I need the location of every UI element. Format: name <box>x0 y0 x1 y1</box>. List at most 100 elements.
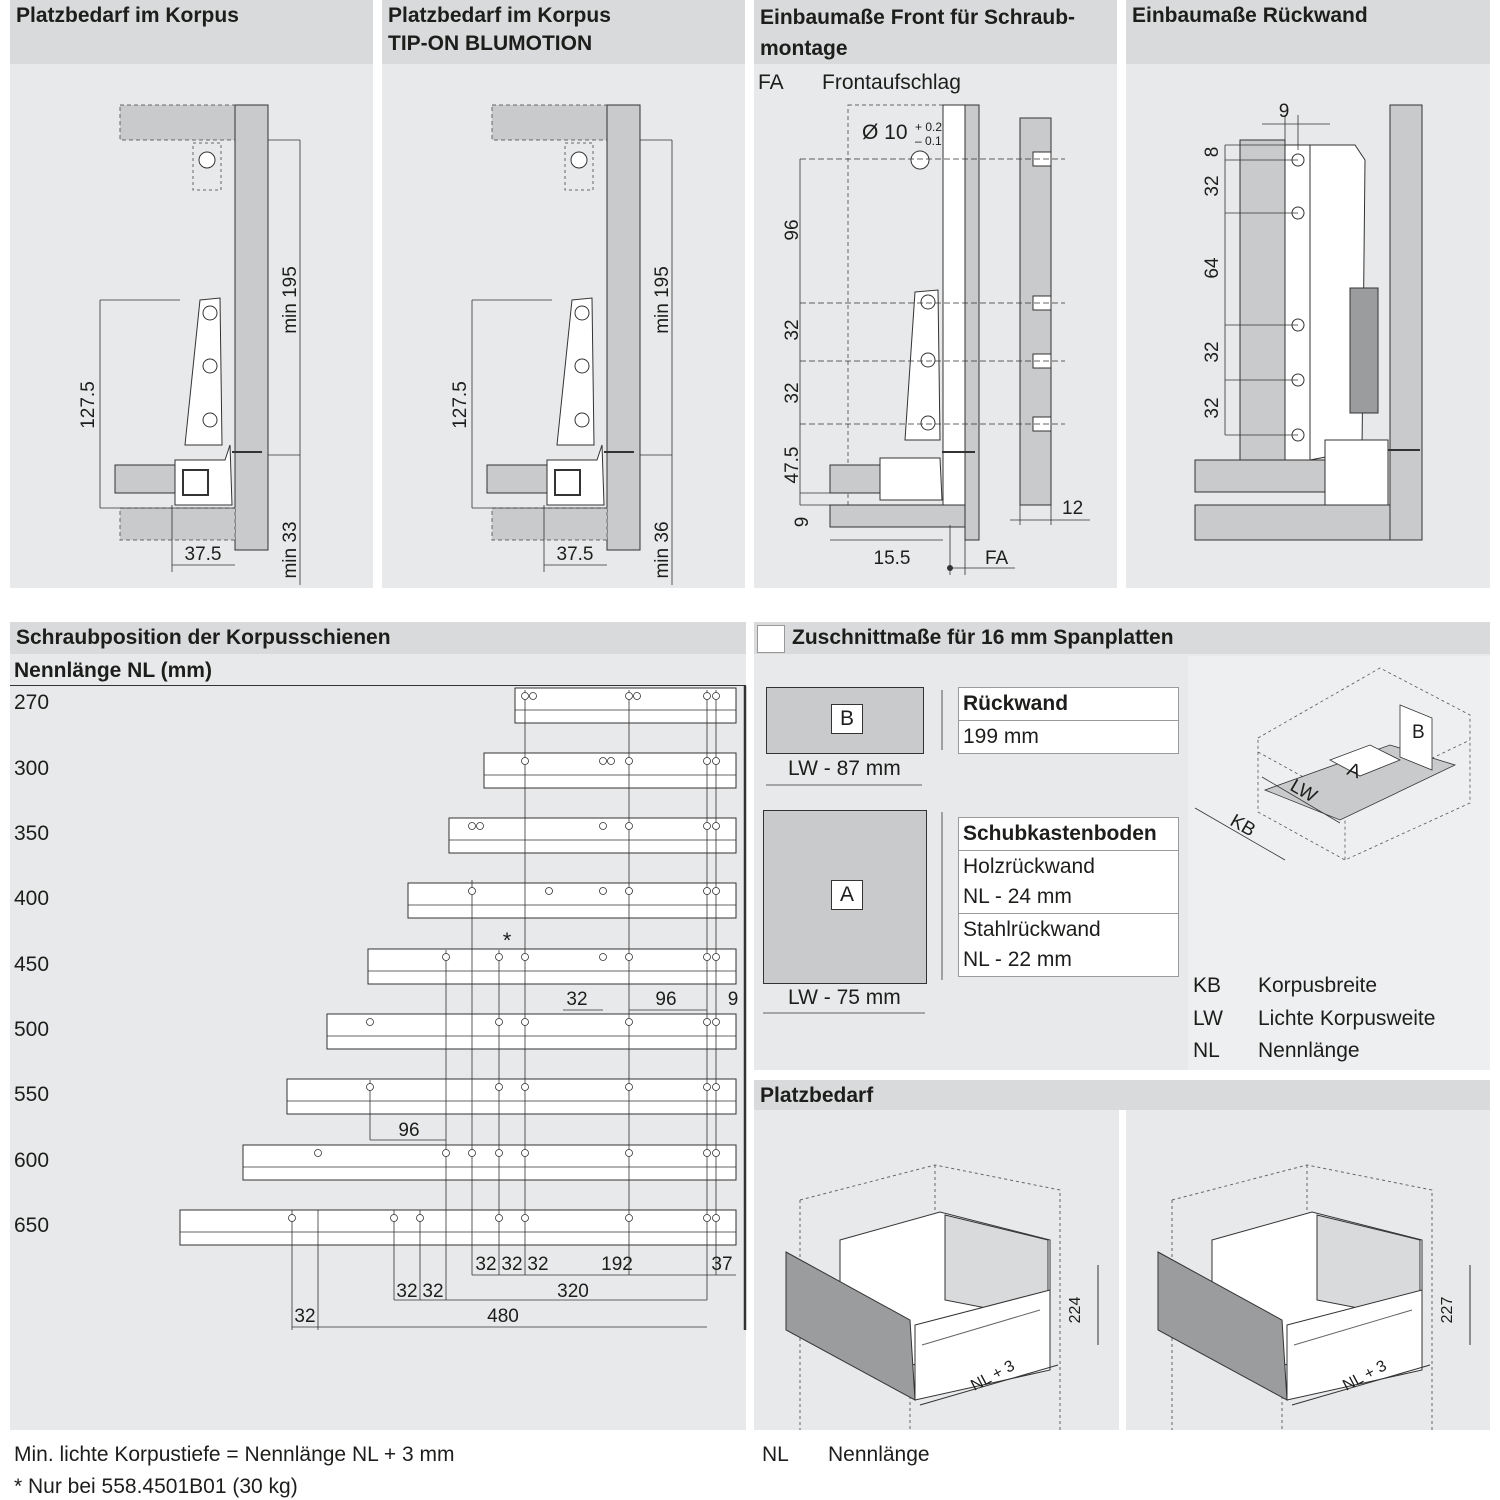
panel3-title: Einbaumaße Front für Schraub-montage <box>754 0 1117 64</box>
front-drawing <box>799 104 1090 575</box>
p3-dim-96: 96 <box>782 219 803 240</box>
platz-title-text: Platzbedarf <box>760 1084 874 1107</box>
panel-a-width: LW - 75 mm <box>788 986 901 1009</box>
rail-450 <box>367 948 737 985</box>
cut-title-text: Zuschnittmaße für 16 mm Spanplatten <box>792 626 1174 649</box>
nl-600: 600 <box>14 1149 50 1172</box>
nl-500: 500 <box>14 1018 50 1041</box>
dimb1-32b: 32 <box>501 1254 522 1275</box>
nl-350: 350 <box>14 822 50 845</box>
rail-400 <box>407 882 737 919</box>
legend-nl-desc: Nennlänge <box>1258 1039 1360 1062</box>
platz-right-height: 227 <box>1439 1297 1456 1324</box>
stahl-value: NL - 22 mm <box>963 948 1072 971</box>
rail-350 <box>448 817 737 854</box>
iso-box <box>1194 667 1471 861</box>
dimb1-37: 37 <box>711 1254 732 1275</box>
fa-desc: Frontaufschlag <box>822 71 961 94</box>
footer-note1: Min. lichte Korpustiefe = Nennlänge NL +… <box>14 1443 455 1466</box>
panel3-title-line1: Einbaumaße Front für Schraub- <box>760 6 1076 29</box>
rueckwand-drawing <box>1194 104 1423 541</box>
rail-500 <box>326 1013 737 1050</box>
dim450-32: 32 <box>566 989 587 1010</box>
screw-title-text: Schraubposition der Korpusschienen <box>16 626 391 649</box>
dimb1-32a: 32 <box>475 1254 496 1275</box>
tol-minus: – 0.1 <box>915 134 942 148</box>
p2-dim-min36: min 36 <box>652 521 673 578</box>
tol-plus: + 0.2 <box>915 120 942 134</box>
panel3-title-line2: montage <box>760 37 848 60</box>
p1-dim-min195: min 195 <box>280 266 301 334</box>
cut-title: Zuschnittmaße für 16 mm Spanplatten <box>754 622 1490 654</box>
boden-stahl: Stahlrückwand NL - 22 mm <box>958 913 1179 977</box>
p1-dim-min33: min 33 <box>280 521 301 578</box>
stahl-label: Stahlrückwand <box>963 918 1101 941</box>
fa-code: FA <box>758 71 784 94</box>
legend-nl-code: NL <box>1193 1039 1220 1062</box>
p3-dim-fa: FA <box>985 548 1009 569</box>
dimb1-192: 192 <box>601 1254 633 1275</box>
dim550-96: 96 <box>398 1120 419 1141</box>
rueckwand-head: Rückwand <box>958 687 1179 721</box>
legend-lw-desc: Lichte Korpusweite <box>1258 1007 1436 1030</box>
boden-holz: Holzrückwand NL - 24 mm <box>958 850 1179 914</box>
p2-dim-min195: min 195 <box>652 266 673 334</box>
hole-dia: Ø 10 <box>862 121 908 144</box>
dimb2-32b: 32 <box>422 1281 443 1302</box>
screw-title: Schraubposition der Korpusschienen <box>10 622 746 654</box>
nl-550: 550 <box>14 1083 50 1106</box>
legend-lw-code: LW <box>1193 1007 1223 1030</box>
screw-subtitle: Nennlänge NL (mm) <box>14 659 212 682</box>
panel-b-label: B <box>831 704 863 734</box>
top-drawings: min 195 127.5 min 33 37.5 min 195 127.5 … <box>78 101 1423 586</box>
panel-b-width: LW - 87 mm <box>788 757 901 780</box>
rail-650 <box>179 1209 737 1246</box>
rail-270 <box>514 687 737 724</box>
nl-300: 300 <box>14 757 50 780</box>
footer-nl-desc: Nennlänge <box>828 1443 930 1466</box>
legend-kb-desc: Korpusbreite <box>1258 974 1378 997</box>
panel1-title-text: Platzbedarf im Korpus <box>16 4 239 27</box>
p3-dim-32a: 32 <box>782 319 803 340</box>
nl-650: 650 <box>14 1214 50 1237</box>
p4-dim-32c: 32 <box>1202 397 1223 418</box>
p2-dim-1275: 127.5 <box>450 381 471 429</box>
panel2-title-line2: TIP-ON BLUMOTION <box>388 32 593 55</box>
dimb2-320: 320 <box>557 1281 589 1302</box>
holz-label: Holzrückwand <box>963 855 1095 878</box>
dimb2-32a: 32 <box>396 1281 417 1302</box>
chipboard-icon <box>757 625 785 653</box>
p4-dim-32a: 32 <box>1202 175 1223 196</box>
panel-a-label: A <box>831 880 863 910</box>
dim450-96: 96 <box>655 989 676 1010</box>
rail-600 <box>242 1144 737 1181</box>
panel1-title: Platzbedarf im Korpus <box>10 0 373 64</box>
panel-cut-iso <box>1188 656 1490 1070</box>
p1-dim-1275: 127.5 <box>78 381 99 429</box>
p3-dim-475: 47.5 <box>782 447 803 484</box>
panel4-title-text: Einbaumaße Rückwand <box>1132 4 1368 27</box>
p2-dim-375: 37.5 <box>557 544 594 565</box>
footer-nl-code: NL <box>762 1443 789 1466</box>
cabinet-right <box>1157 1164 1471 1431</box>
p4-dim-9: 9 <box>1279 101 1290 122</box>
subtitle-rule <box>10 685 746 686</box>
dimb3-480: 480 <box>487 1306 519 1327</box>
p4-dim-32b: 32 <box>1202 341 1223 362</box>
holz-value: NL - 24 mm <box>963 885 1072 908</box>
p3-dim-32b: 32 <box>782 382 803 403</box>
rueckwand-table: Rückwand 199 mm <box>958 687 1179 754</box>
dimb3-32: 32 <box>294 1306 315 1327</box>
nl-400: 400 <box>14 887 50 910</box>
p4-dim-8: 8 <box>1202 147 1223 158</box>
panel4-title: Einbaumaße Rückwand <box>1126 0 1490 64</box>
dim450-9: 9 <box>728 989 739 1010</box>
star-450: * <box>503 928 512 953</box>
cabinet-left <box>785 1164 1099 1431</box>
p1-dim-375: 37.5 <box>185 544 222 565</box>
